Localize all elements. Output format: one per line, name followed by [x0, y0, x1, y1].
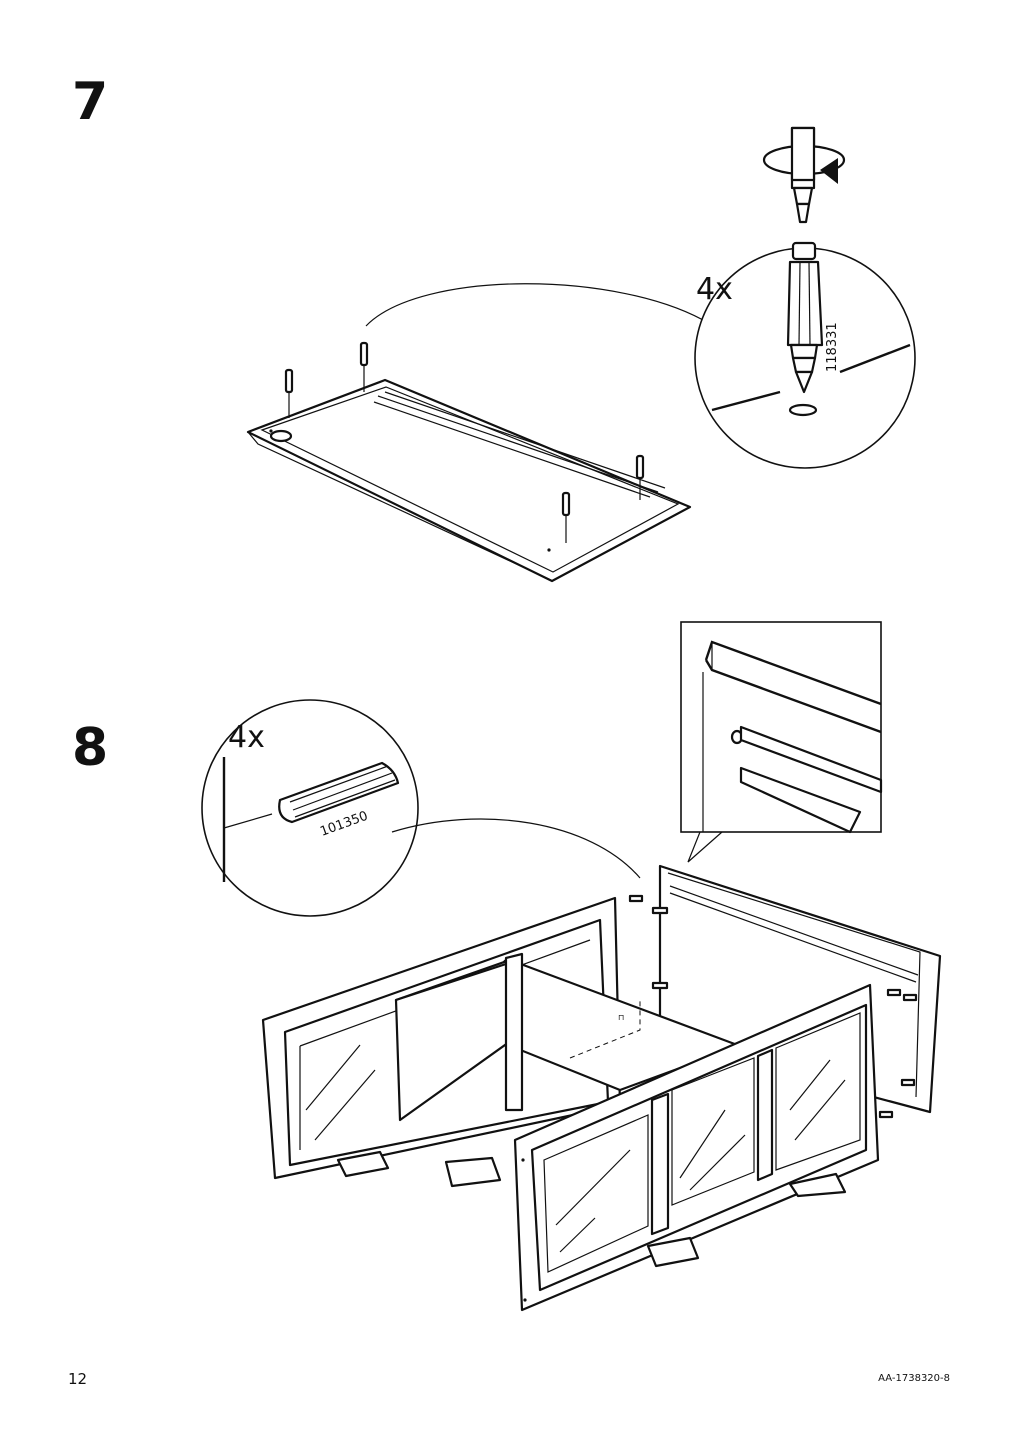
step-8-number: 8: [72, 718, 109, 778]
step-7-quantity: 4x: [696, 272, 733, 307]
page-number: 12: [68, 1370, 88, 1388]
screwdriver-icon: [762, 126, 846, 224]
groove-detail-inset: [680, 621, 883, 863]
part-118331-label: 118331: [825, 322, 840, 372]
step-8-quantity: 4x: [228, 720, 265, 755]
foam-pads: [336, 1150, 847, 1268]
step-7-number: 7: [72, 72, 109, 132]
divider-panel: ⊓: [394, 952, 742, 1122]
cam-bolts: [284, 341, 645, 543]
step-7-detail-circle: 118331: [694, 241, 916, 469]
step-8-detail-circle: 101350: [201, 699, 641, 917]
front-frame: [513, 983, 880, 1312]
document-id: AA-1738320-8: [878, 1373, 950, 1384]
svg-text:⊓: ⊓: [618, 1013, 624, 1022]
step-7-panel: [246, 378, 692, 583]
